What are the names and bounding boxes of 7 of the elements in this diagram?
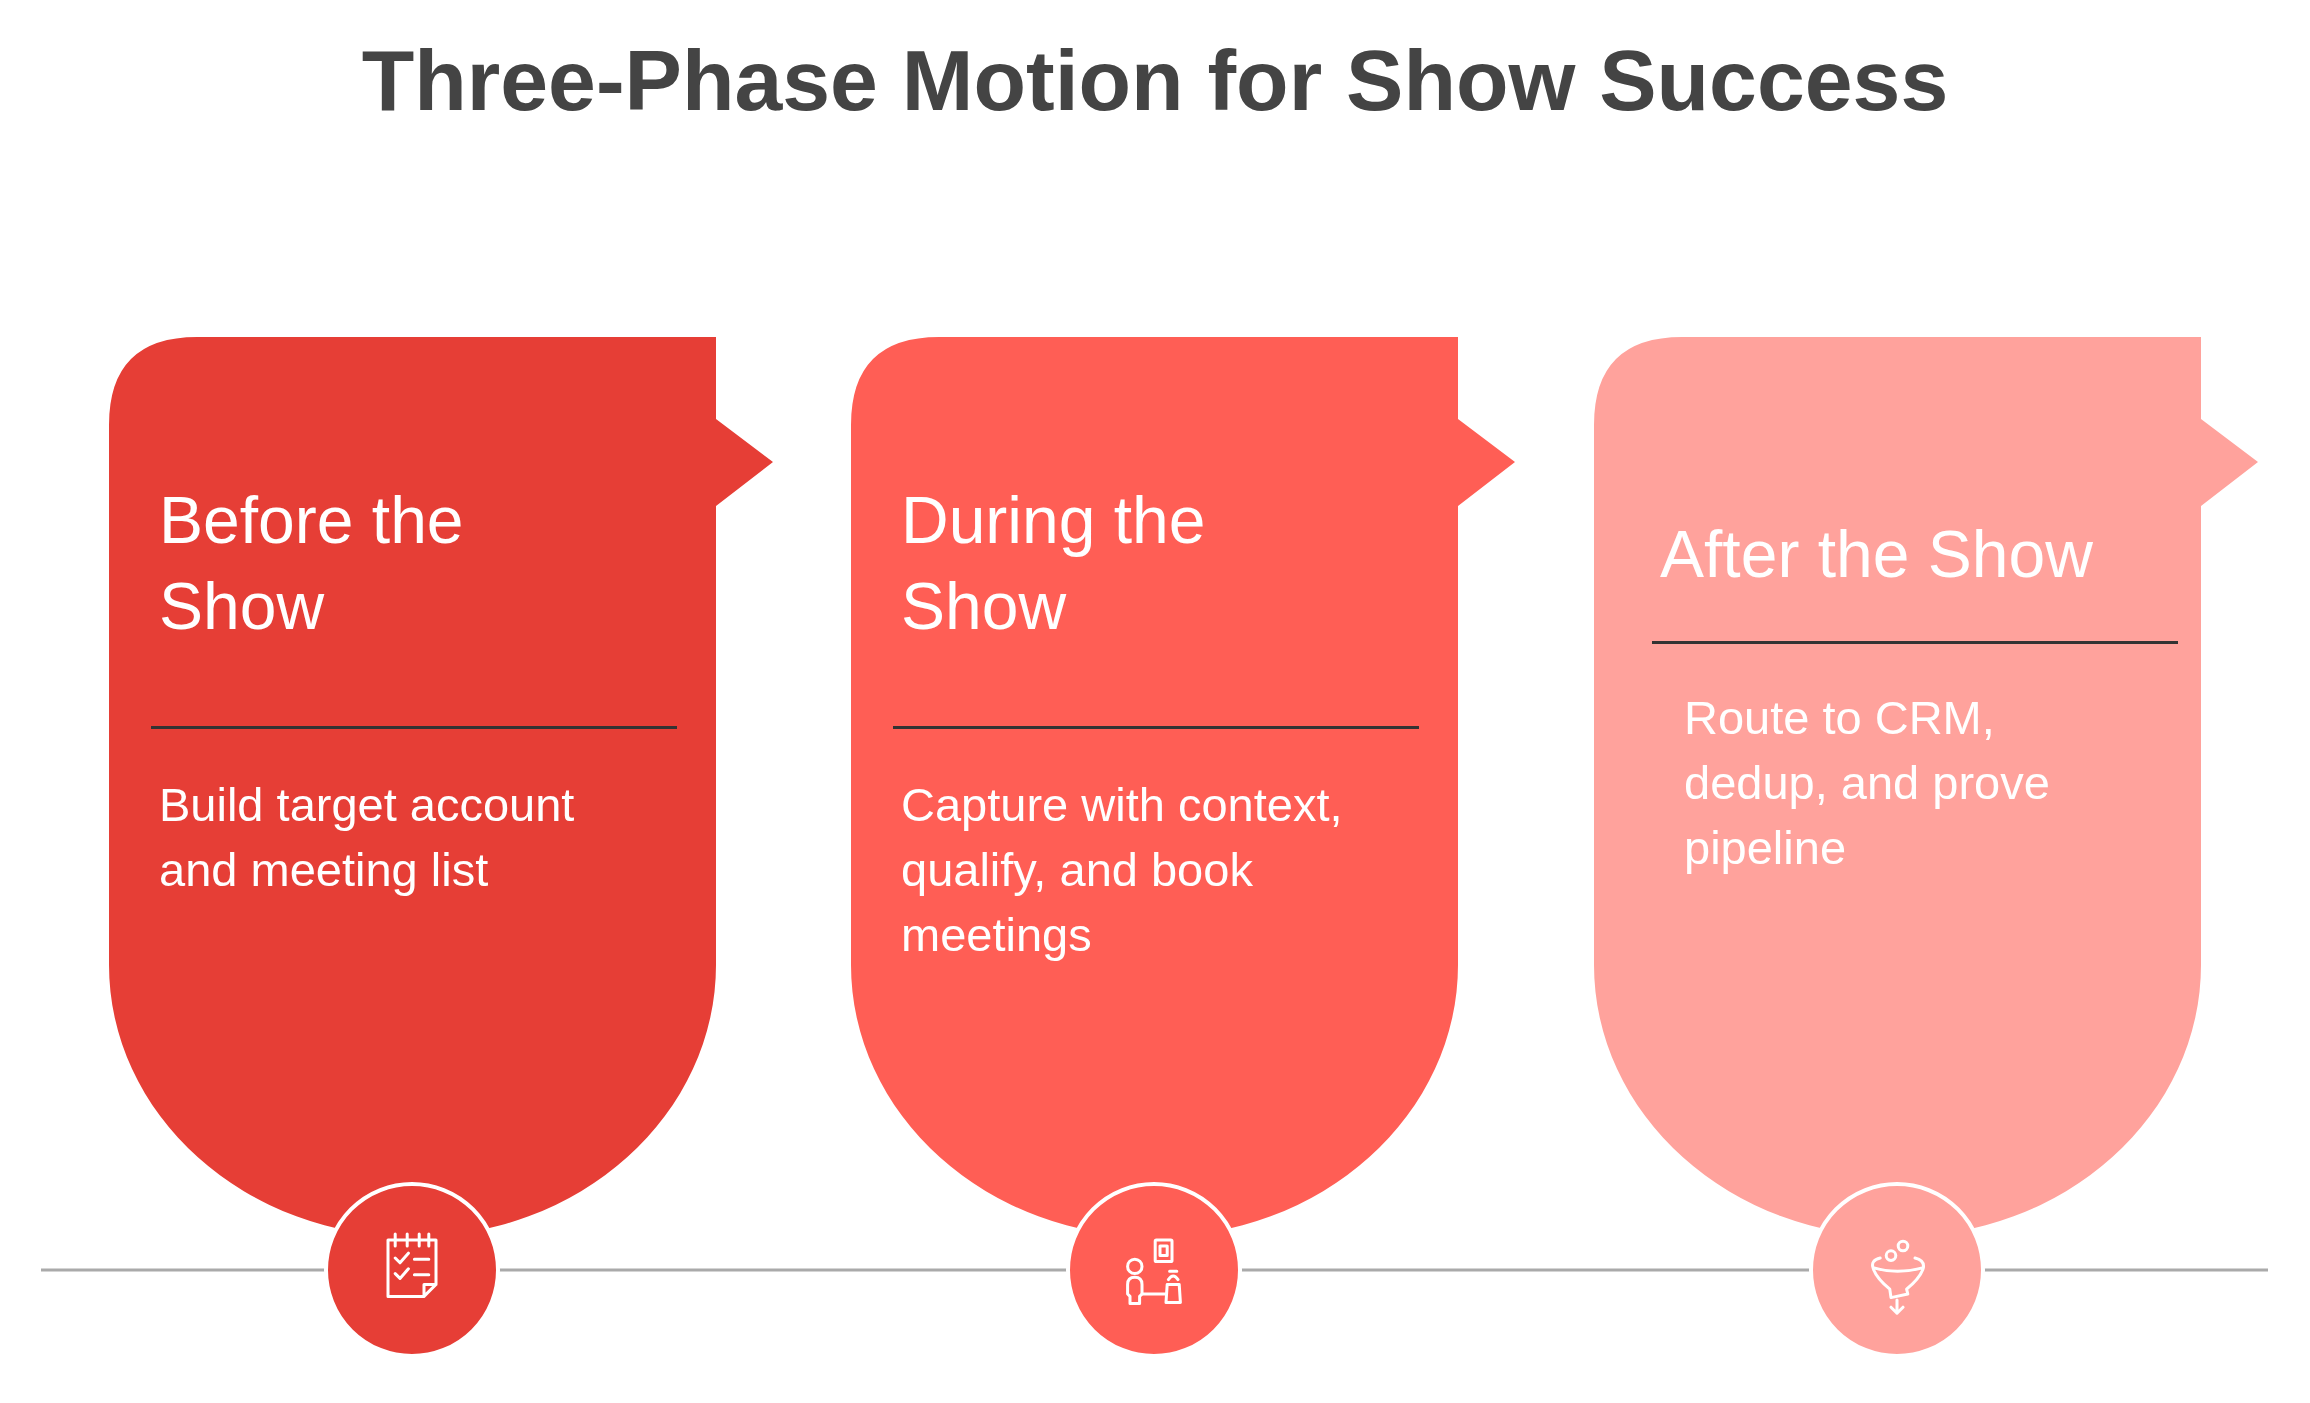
phase-description: Build target account and meeting list — [159, 777, 576, 898]
phase-heading: After the Show — [1660, 516, 2094, 593]
phase-description: Route to CRM, dedup, and prove pipeline — [1684, 690, 2051, 876]
phase-heading: Before the Show — [159, 482, 465, 645]
title: Three-Phase Motion for Show Success — [360, 31, 1950, 130]
phase-description: Capture with context, qualify, and book meetings — [901, 777, 1344, 963]
phase-heading: During the Show — [901, 482, 1207, 645]
